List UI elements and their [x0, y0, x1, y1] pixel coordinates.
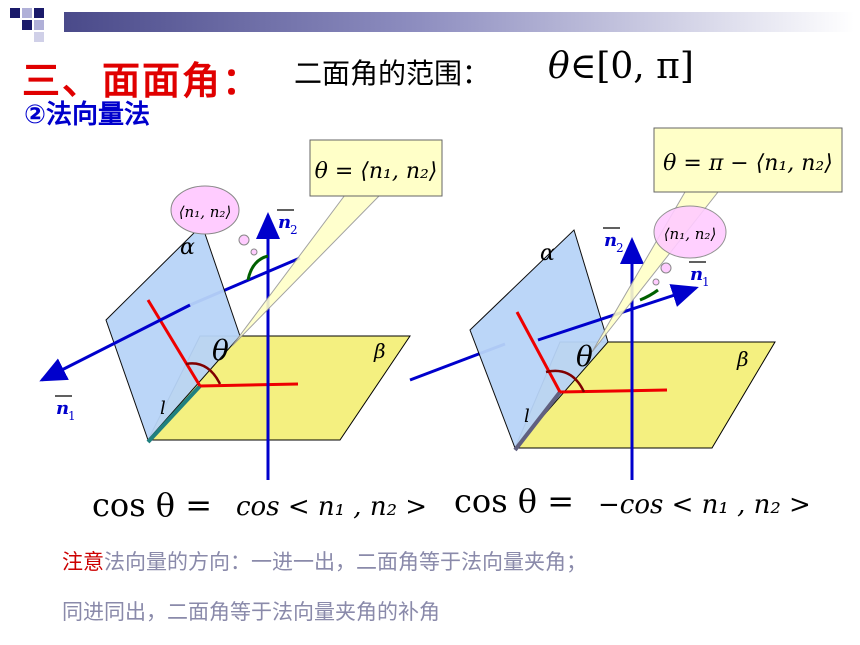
note-line-2: 同进同出，二面角等于法向量夹角的补角: [62, 600, 440, 624]
left-bubble-dot-1: [238, 234, 250, 246]
right-diagram: θ = π − ⟨n₁, n₂⟩ ⟨n₁, n₂⟩ α β l θ n 2 n …: [469, 127, 843, 480]
right-bubble-dot-2: [652, 278, 660, 286]
right-theta-arc: [545, 369, 586, 393]
range-interval: [0, π]: [596, 46, 694, 87]
note-line-1-text: 法向量的方向：一进一出，二面角等于法向量夹角；: [104, 550, 587, 574]
left-red-line-beta: [199, 382, 299, 388]
right-vector-angle-arc: [639, 288, 659, 302]
range-label: 二面角的范围：: [294, 57, 491, 90]
method-title: ②法向量法: [24, 100, 151, 130]
note-line-1: 注意法向量的方向：一进一出，二面角等于法向量夹角；: [62, 546, 587, 576]
left-thought-bubble: [170, 185, 240, 235]
right-label-alpha: α: [540, 241, 555, 266]
left-bubble-dot-2: [250, 248, 258, 256]
left-formula-rhs: cos < n₁ , n₂ >: [236, 492, 428, 522]
right-red-line-alpha: [515, 311, 562, 393]
note-highlight: 注意: [62, 550, 104, 574]
right-red-line-beta: [559, 388, 668, 394]
left-callout-box: [309, 139, 443, 197]
left-label-n2: n: [278, 212, 291, 233]
range-in-symbol: ∈: [569, 46, 597, 87]
right-edge-l: [513, 390, 562, 452]
section-title: 三、面面角：: [22, 59, 263, 103]
right-formula-lhs: cos θ =: [454, 482, 575, 520]
left-edge-l: [146, 384, 202, 444]
header-gradient-bar: [64, 12, 854, 32]
right-label-beta: β: [736, 347, 749, 371]
right-label-n1-sub: 1: [702, 275, 710, 289]
left-formula-lhs: cos θ =: [92, 486, 213, 524]
left-label-n1: n: [56, 398, 69, 419]
left-theta-arc: [185, 362, 222, 385]
right-bubble-text: ⟨n₁, n₂⟩: [664, 225, 717, 243]
range-formula: θ∈[0, π]: [548, 46, 694, 87]
left-label-alpha: α: [180, 235, 195, 260]
left-label-theta: θ: [212, 334, 229, 367]
right-label-n2-sub: 2: [616, 241, 624, 255]
left-callout-text: θ = ⟨n₁, n₂⟩: [315, 159, 438, 184]
left-label-beta: β: [373, 339, 386, 363]
left-label-l: l: [160, 398, 166, 419]
right-label-l: l: [524, 406, 530, 427]
right-formula-rhs: −cos < n₁ , n₂ >: [598, 490, 811, 520]
right-callout-box: [653, 127, 843, 193]
right-label-theta: θ: [576, 340, 593, 373]
range-theta: θ: [548, 46, 570, 87]
corner-decoration: [8, 6, 68, 46]
left-vector-angle-arc: [246, 254, 269, 281]
left-callout-beam: [231, 194, 382, 347]
right-label-n2: n: [604, 230, 617, 251]
right-callout-text: θ = π − ⟨n₁, n₂⟩: [663, 151, 833, 176]
right-label-n1: n: [690, 264, 703, 285]
left-n1-vector: [39, 303, 191, 382]
left-label-n2-sub: 2: [290, 223, 298, 237]
right-thought-bubble: [653, 205, 727, 259]
right-bubble-dot-1: [660, 262, 672, 274]
left-diagram: θ = ⟨n₁, n₂⟩ ⟨n₁, n₂⟩ α β l θ n 1 n 2: [39, 139, 443, 480]
left-bubble-text: ⟨n₁, n₂⟩: [179, 203, 232, 221]
left-red-line-alpha: [146, 299, 202, 387]
left-label-n1-sub: 1: [68, 409, 76, 423]
